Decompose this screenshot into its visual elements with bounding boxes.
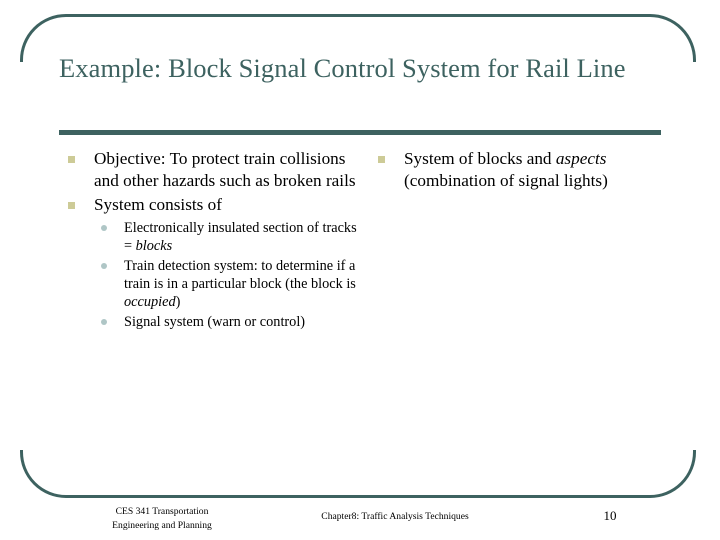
slide-footer: CES 341 Transportation Engineering and P…	[0, 503, 720, 540]
bullet-list-right: System of blocks and aspects (combinatio…	[372, 148, 662, 193]
content-column-left: Objective: To protect train collisions a…	[62, 148, 362, 332]
list-item: Electronically insulated section of trac…	[94, 219, 362, 256]
round-bullet-icon	[101, 262, 107, 269]
text-run: Train detection system: to determine if …	[124, 257, 356, 292]
title-divider	[59, 130, 661, 135]
square-bullet-icon	[68, 156, 75, 163]
frame-mask-left	[17, 62, 25, 450]
footer-course-line2: Engineering and Planning	[112, 519, 212, 531]
footer-page-number: 10	[603, 508, 617, 523]
list-item: System of blocks and aspects (combinatio…	[372, 148, 662, 193]
slide-title: Example: Block Signal Control System for…	[59, 53, 626, 83]
text-run: )	[175, 294, 181, 311]
round-bullet-icon	[101, 225, 107, 232]
list-item-text: Signal system (warn or control)	[124, 313, 306, 330]
bullet-sublist-left: Electronically insulated section of trac…	[94, 219, 362, 331]
round-bullet-icon	[101, 318, 107, 325]
list-item-text: Electronically insulated section of trac…	[124, 220, 357, 254]
list-item-text: Objective: To protect train collisions a…	[94, 149, 356, 191]
text-run-italic: blocks	[135, 238, 173, 255]
list-item-text: System consists of	[94, 194, 222, 214]
text-run: (combination of signal lights)	[404, 171, 608, 191]
square-bullet-icon	[378, 156, 385, 163]
list-item: Signal system (warn or control)	[94, 313, 362, 331]
list-item-text: Train detection system: to determine if …	[124, 258, 356, 311]
text-run: System of blocks and	[404, 149, 556, 168]
square-bullet-icon	[68, 201, 75, 209]
text-run-italic: occupied	[124, 294, 176, 311]
list-item-text: System of blocks and aspects (combinatio…	[404, 149, 608, 190]
footer-course-label: CES 341 Transportation Engineering and P…	[62, 505, 262, 533]
slide-body: Objective: To protect train collisions a…	[0, 148, 720, 478]
bullet-list-left: Objective: To protect train collisions a…	[62, 148, 362, 331]
list-item: Objective: To protect train collisions a…	[62, 148, 362, 193]
text-run-italic: aspects	[555, 149, 607, 168]
footer-course-line1: CES 341 Transportation	[115, 506, 209, 517]
list-item: Train detection system: to determine if …	[94, 257, 362, 312]
frame-mask-right	[691, 62, 699, 450]
content-column-right: System of blocks and aspects (combinatio…	[372, 148, 662, 194]
text-run: Electronically insulated section of trac…	[124, 220, 357, 255]
footer-chapter-label: Chapter8: Traffic Analysis Techniques	[321, 511, 469, 522]
list-item: System consists of Electronically insula…	[62, 194, 362, 331]
